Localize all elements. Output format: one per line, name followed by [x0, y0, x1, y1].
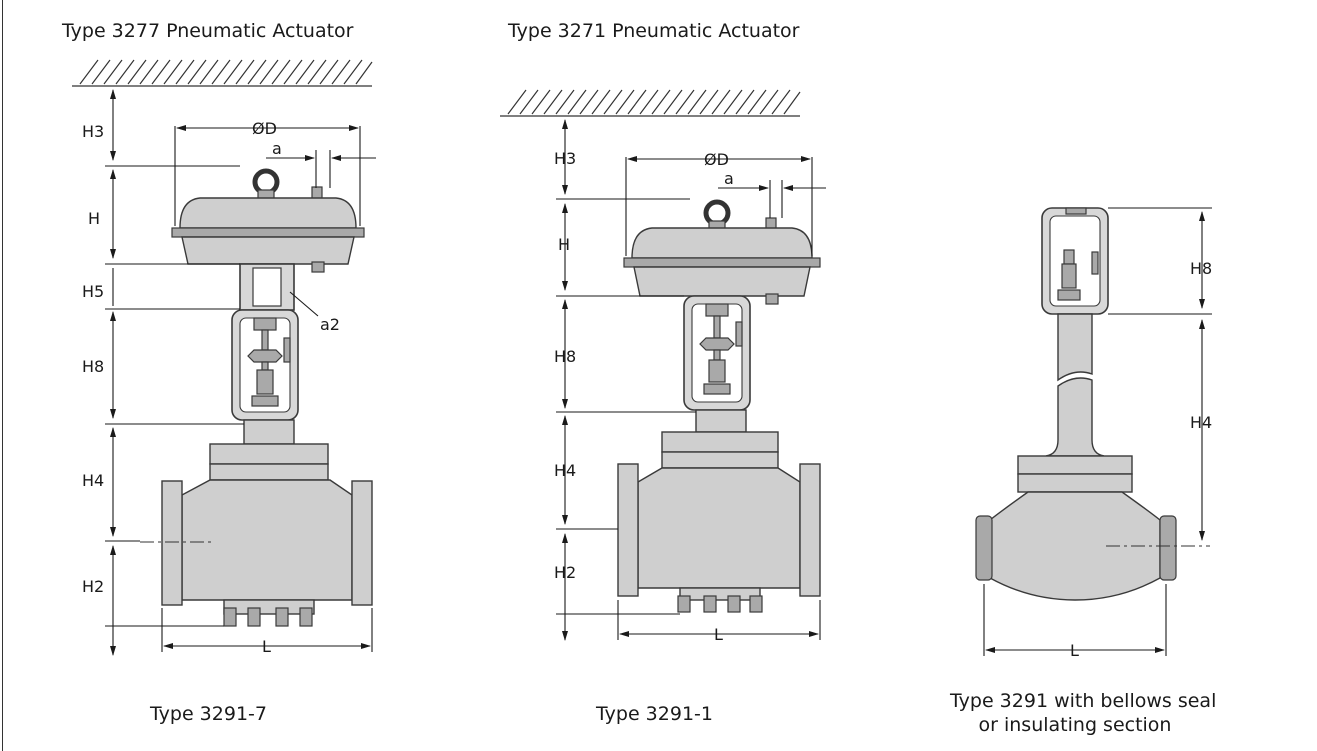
insulating-section-lower	[1045, 377, 1105, 457]
page-border	[2, 0, 3, 751]
dim-h2-left: H2	[82, 577, 104, 596]
dim-h4-middle: H4	[554, 461, 576, 480]
dimension-lines-left: H3 H H5 H8 H4 H2 ØD a a2 L	[82, 89, 376, 656]
bonnet-left	[243, 419, 295, 445]
dim-h3-left: H3	[82, 122, 104, 141]
valve-body-3291-1	[617, 463, 821, 613]
insulating-section-upper	[1057, 313, 1093, 382]
dimension-lines-middle: H3 H H8 H4 H2 ØD a L	[554, 119, 826, 644]
dim-l-right: L	[1070, 641, 1079, 660]
dim-od-middle: ØD	[704, 150, 729, 169]
dim-a-middle: a	[724, 169, 734, 188]
dim-h8-right: H8	[1190, 259, 1212, 278]
valve-body-3291-7	[140, 479, 373, 627]
actuator-3271	[623, 199, 821, 305]
dim-h3-middle: H3	[554, 149, 576, 168]
ceiling-hatch-left	[72, 59, 373, 87]
caption-type-3291-7: Type 3291-7	[150, 703, 267, 725]
caption-type-3271: Type 3271 Pneumatic Actuator	[508, 20, 800, 42]
dim-l-left: L	[262, 637, 271, 656]
caption-bellows-line1: Type 3291 with bellows seal	[950, 690, 1217, 712]
dim-a-left: a	[272, 139, 282, 158]
dimension-lines-right: H8 H4 L	[983, 207, 1212, 660]
dim-h4-right: H4	[1190, 413, 1212, 432]
dim-l-middle: L	[714, 625, 723, 644]
dim-h-middle: H	[558, 235, 570, 254]
caption-bellows-line2: or insulating section	[978, 713, 1172, 736]
ceiling-hatch-middle	[500, 89, 801, 117]
valve-3291-7-drawing: H3 H H5 H8 H4 H2 ØD a a2 L	[72, 59, 376, 656]
valve-body-3291-bellows	[975, 491, 1210, 601]
valve-3291-bellows-drawing: H8 H4 L	[975, 207, 1212, 660]
actuator-3277	[171, 168, 365, 273]
caption-type-3277: Type 3277 Pneumatic Actuator	[62, 20, 354, 42]
dim-h4-left: H4	[82, 471, 104, 490]
caption-type-3291-1: Type 3291-1	[596, 703, 713, 725]
dim-a2-left: a2	[320, 315, 340, 334]
dim-h8-left: H8	[82, 357, 104, 376]
dim-h-left: H	[88, 209, 100, 228]
dim-h2-middle: H2	[554, 563, 576, 582]
dim-od-left: ØD	[252, 119, 277, 138]
caption-type-3291-bellows: Type 3291 with bellows seal or insulatin…	[950, 690, 1217, 738]
dim-h8-middle: H8	[554, 347, 576, 366]
valve-3291-1-drawing: H3 H H8 H4 H2 ØD a L	[500, 89, 826, 644]
dim-h5-left: H5	[82, 282, 104, 301]
